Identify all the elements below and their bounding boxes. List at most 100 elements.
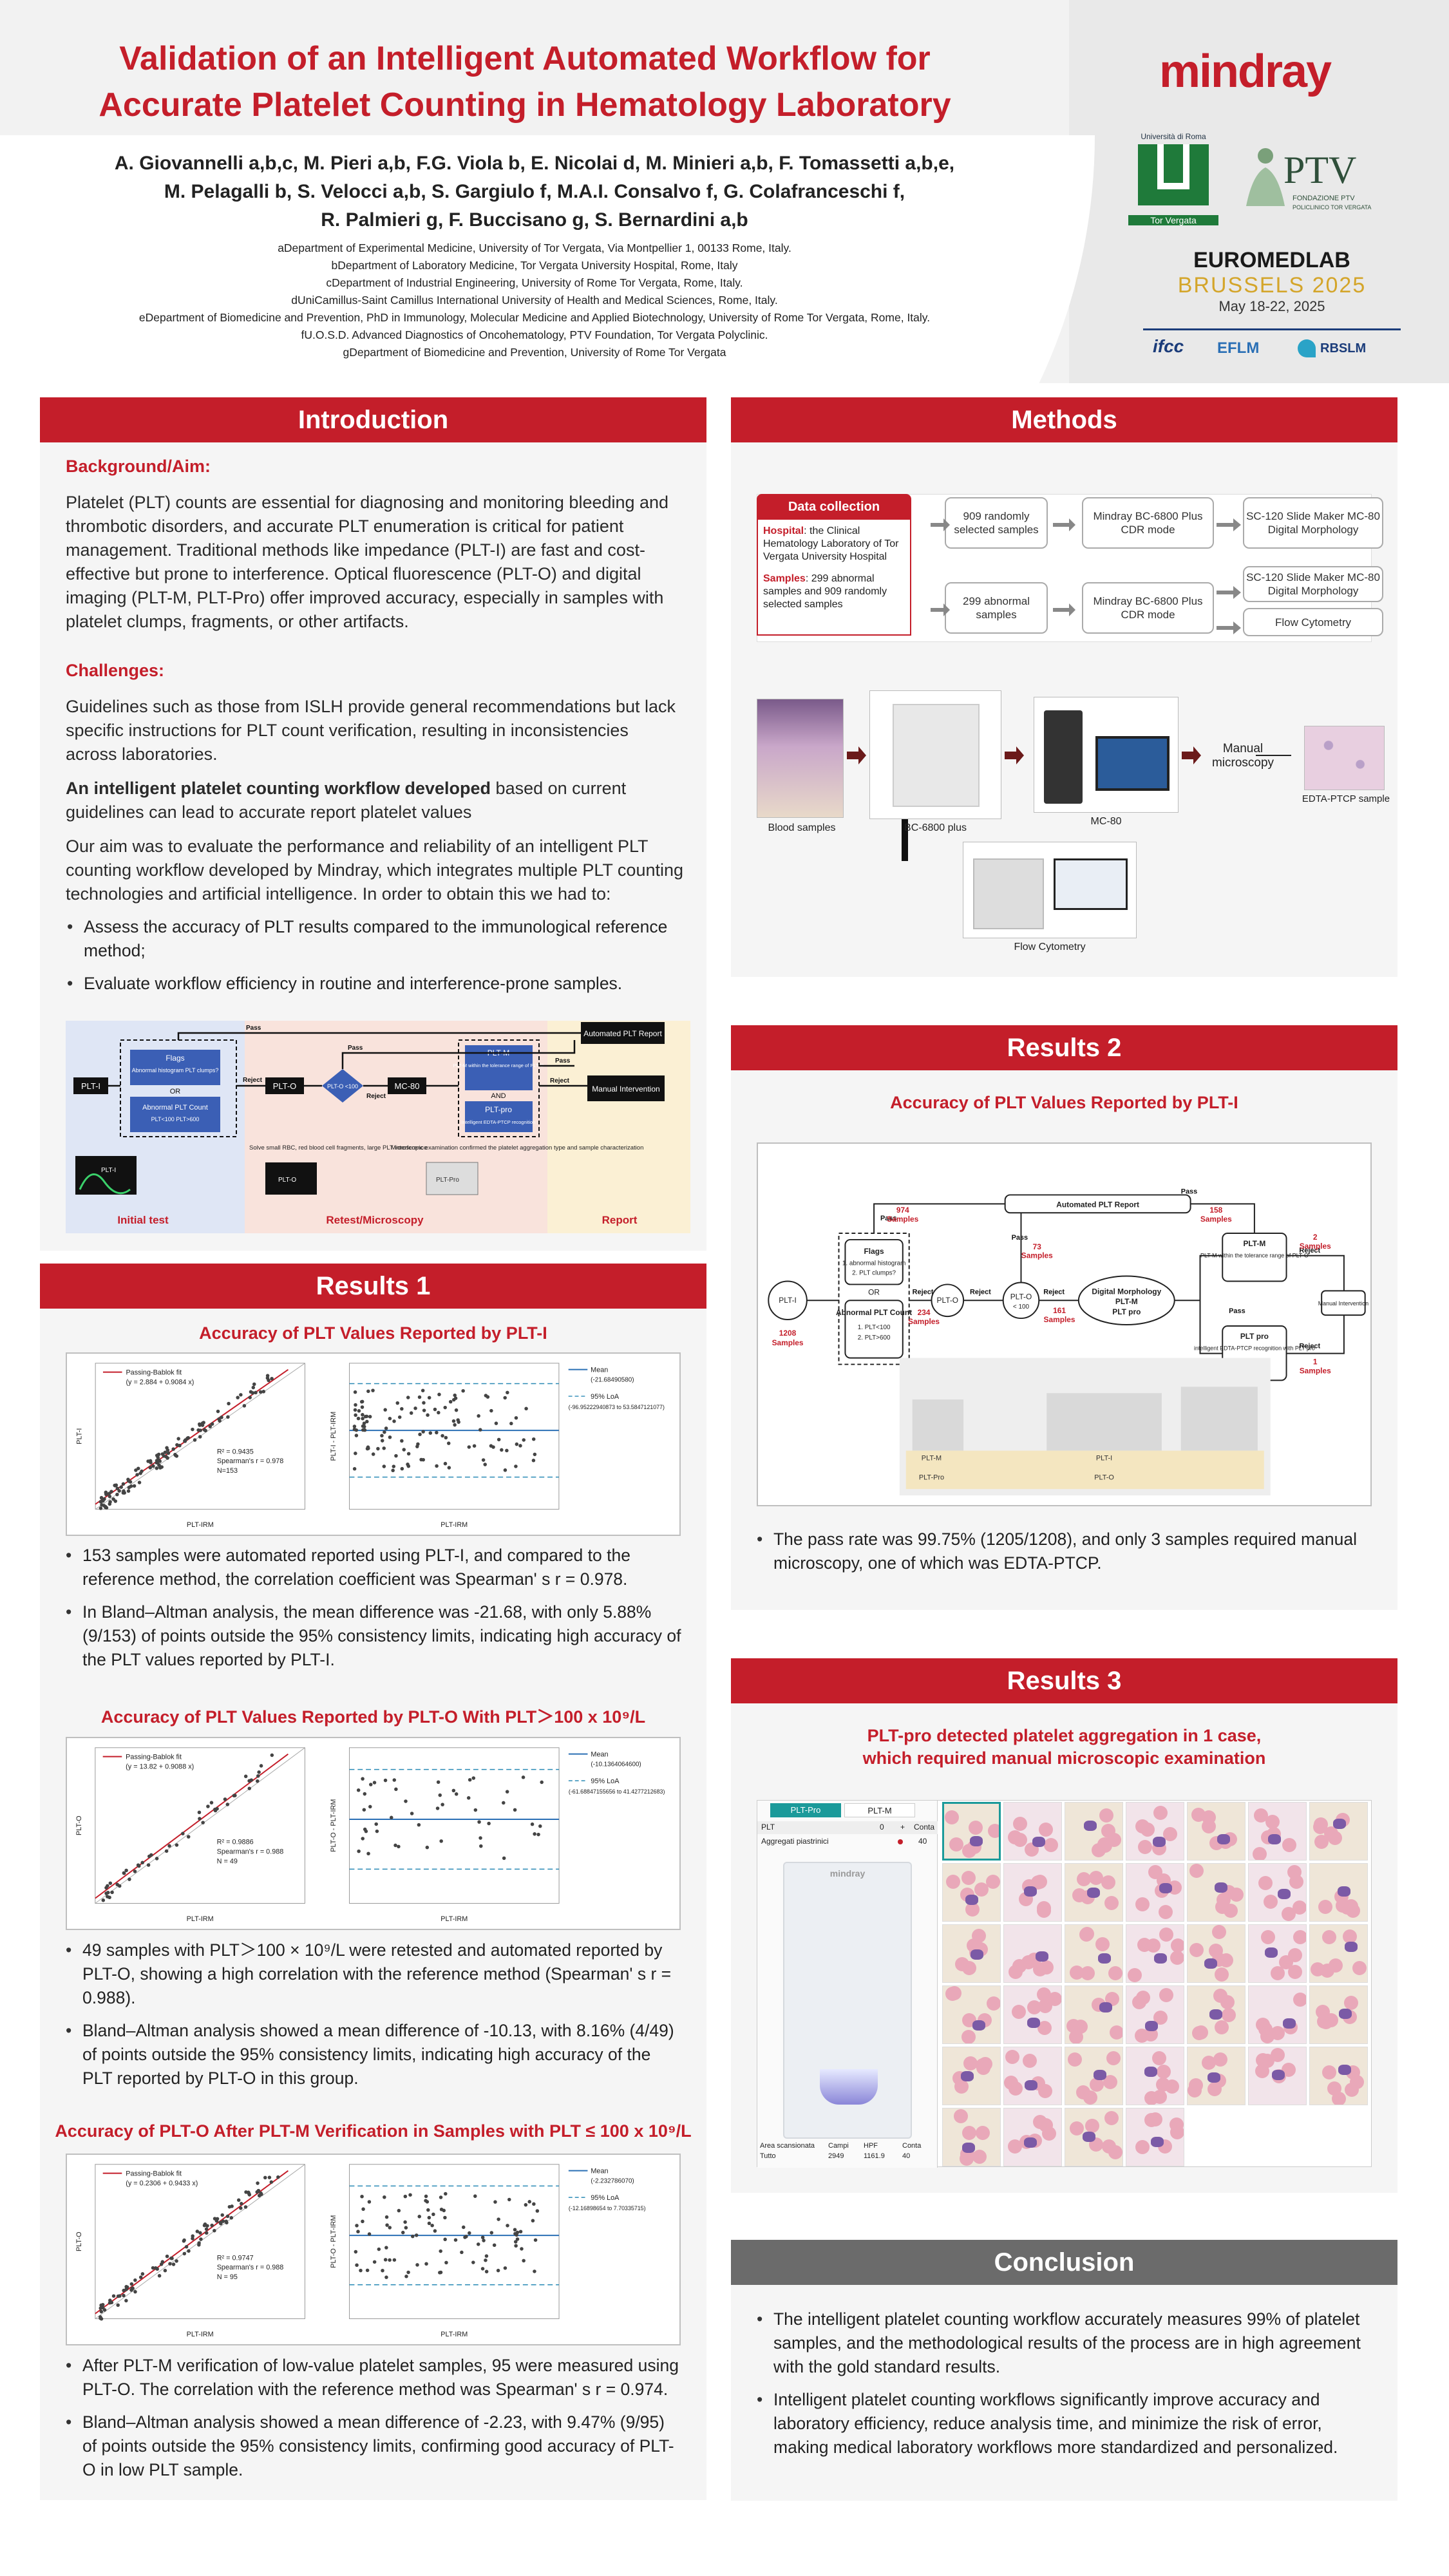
rbc-icon: [1037, 1987, 1051, 2002]
data-point: [124, 2298, 128, 2303]
data-point: [484, 2258, 488, 2262]
conclusion-bullets: The intelligent platelet counting workfl…: [755, 2307, 1374, 2468]
cell-image-tile[interactable]: [942, 1985, 1001, 2044]
cell-image-tile[interactable]: [1126, 2047, 1184, 2105]
data-point: [204, 1428, 207, 1433]
data-point: [225, 1803, 230, 1806]
cell-image-tile[interactable]: [942, 1802, 1001, 1861]
data-point: [175, 1454, 179, 1458]
rbc-icon: [1213, 1989, 1227, 2003]
cell-image-tile[interactable]: [1126, 1863, 1184, 1922]
cell-image-tile[interactable]: [1309, 1985, 1368, 2044]
aim-text: Our aim was to evaluate the performance …: [66, 837, 684, 904]
rbc-icon: [1293, 1930, 1306, 1944]
data-point: [168, 2262, 172, 2266]
cell-image-tile[interactable]: [1003, 1802, 1062, 1861]
data-point: [417, 2215, 421, 2219]
cell-image-tile[interactable]: [1065, 1985, 1123, 2044]
cell-image-tile[interactable]: [1003, 1863, 1062, 1922]
authors-line: M. Pelagalli b, S. Velocci a,b, S. Gargi…: [164, 181, 905, 202]
data-point: [384, 2215, 389, 2219]
authors-line: R. Palmieri g, F. Buccisano g, S. Bernar…: [321, 209, 748, 231]
cell-image-tile[interactable]: [1187, 1802, 1245, 1861]
monitor-icon: [1054, 858, 1128, 910]
data-point: [129, 2282, 134, 2286]
data-point: [384, 2246, 388, 2249]
data-point: [448, 1399, 453, 1404]
rbc-icon: [955, 1957, 969, 1971]
data-point: [108, 1881, 113, 1885]
conclusion-bullet: Intelligent platelet counting workflows …: [755, 2388, 1374, 2459]
rbc-icon: [1329, 1958, 1343, 1973]
cell-image-tile[interactable]: [1309, 1924, 1368, 1983]
platelet-cluster-icon: [1338, 1886, 1350, 1897]
cell-image-tile[interactable]: [1126, 2108, 1184, 2166]
cell-image-tile[interactable]: [1065, 2108, 1123, 2166]
data-point: [439, 2195, 443, 2199]
data-point: [171, 2262, 176, 2266]
loa-value: (-61.68847155656 to 41.4277212683): [569, 1788, 665, 1795]
cell-image-tile[interactable]: [1187, 1924, 1245, 1983]
cell-image-tile[interactable]: [1309, 1802, 1368, 1861]
rbc-icon: [1138, 1840, 1152, 1854]
cell-image-tile[interactable]: [1187, 1985, 1245, 2044]
flags-node: [130, 1050, 220, 1085]
rbc-icon: [1202, 1819, 1216, 1833]
selected-radio-icon[interactable]: [898, 1839, 903, 1844]
cell-image-tile[interactable]: [1187, 1863, 1245, 1922]
cell-image-tile[interactable]: [1003, 2047, 1062, 2105]
cell-image-tile[interactable]: [1065, 1924, 1123, 1983]
cell-image-tile[interactable]: [1248, 1802, 1307, 1861]
data-point: [263, 2175, 267, 2180]
cell-image-tile[interactable]: [1126, 1802, 1184, 1861]
cell-image-tile[interactable]: [1065, 2047, 1123, 2105]
rbc-icon: [976, 2061, 990, 2075]
cell-image-tile[interactable]: [942, 2047, 1001, 2105]
data-point: [471, 1776, 476, 1780]
cell-image-tile[interactable]: [1003, 1924, 1062, 1983]
data-point: [530, 1822, 535, 1826]
cell-image-tile[interactable]: [1003, 2108, 1062, 2166]
cell-image-tile[interactable]: [1065, 1802, 1123, 1861]
cell-image-tile[interactable]: [942, 1924, 1001, 1983]
cell-image-tile[interactable]: [942, 2108, 1001, 2166]
cell-image-tile[interactable]: [1126, 1985, 1184, 2044]
legend-label: Passing-Bablok fit: [126, 1754, 182, 1761]
cell-image-tile[interactable]: [1248, 1863, 1307, 1922]
data-point: [426, 2208, 430, 2212]
data-point: [155, 1454, 159, 1457]
data-point: [371, 1388, 375, 1392]
rbc-icon: [1099, 1808, 1113, 1823]
affiliation: dUniCamillus-Saint Camillus Internationa…: [291, 294, 778, 307]
cell-image-tile[interactable]: [1309, 1863, 1368, 1922]
cell-image-tile[interactable]: [1309, 2047, 1368, 2105]
tab-plt-pro[interactable]: PLT-Pro: [770, 1803, 841, 1817]
data-point: [155, 1466, 159, 1470]
data-point: [366, 1445, 370, 1449]
data-point: [505, 1790, 509, 1794]
cell-image-tile[interactable]: [1126, 1924, 1184, 1983]
data-point: [440, 1434, 444, 1438]
cell-image-tile[interactable]: [1248, 1985, 1307, 2044]
regression-line: [95, 1753, 289, 1899]
cell-image-tile[interactable]: [942, 1863, 1001, 1922]
data-point: [208, 1425, 213, 1428]
data-point: [216, 1409, 220, 1414]
cell-image-tile[interactable]: [1065, 1863, 1123, 1922]
eflm-logo: EFLM: [1217, 339, 1260, 357]
row-value: 40: [918, 1837, 927, 1846]
cell-image-tile[interactable]: [1003, 1985, 1062, 2044]
cell-image-tile[interactable]: [1248, 1924, 1307, 1983]
data-point: [240, 2202, 243, 2206]
cell-image-tile[interactable]: [1187, 2047, 1245, 2105]
data-point: [359, 1399, 364, 1404]
data-point: [522, 2259, 526, 2263]
sample-count: N=153: [217, 1467, 238, 1475]
cell-image-tile[interactable]: [1248, 2047, 1307, 2105]
data-point: [101, 1898, 106, 1902]
mean-value: (-10.1364064600): [591, 1761, 641, 1768]
data-point: [356, 2230, 360, 2233]
tab-plt-m[interactable]: PLT-M: [844, 1803, 915, 1817]
rbc-icon: [1289, 1875, 1303, 1889]
data-point: [428, 1431, 433, 1435]
